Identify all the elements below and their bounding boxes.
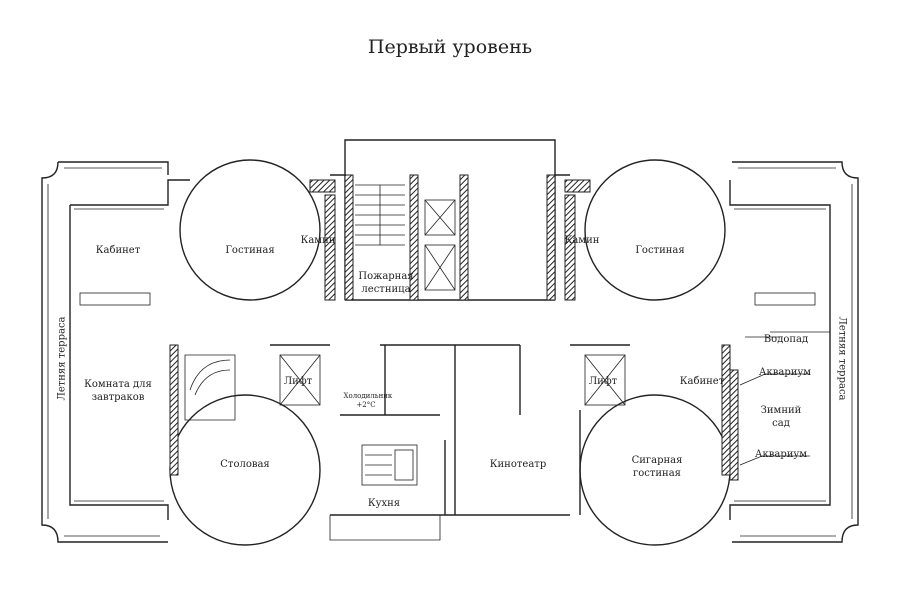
- outer-terrace-outline: [41, 161, 859, 543]
- room-label-study-left: Кабинет: [95, 245, 141, 256]
- kitchen-stove: [361, 444, 418, 486]
- living-room-right: [584, 159, 726, 301]
- room-label-lift-left: Лифт: [283, 376, 313, 387]
- room-label-aquarium-bottom: Аквариум: [754, 449, 808, 460]
- room-label-aquarium-top: Аквариум: [758, 367, 812, 378]
- room-label-fireplace-right: Камин: [564, 235, 600, 246]
- room-label-winter-garden: Зимний сад: [760, 405, 802, 429]
- lift-right-shaft: [584, 354, 626, 406]
- room-label-cigar-lounge: Сигарная гостиная: [631, 455, 683, 479]
- living-room-left: [179, 159, 321, 301]
- room-label-breakfast: Комната для завтраков: [84, 379, 152, 403]
- building-walls: [69, 179, 831, 520]
- room-label-fire-stairs: Пожарная лестница: [358, 271, 414, 295]
- room-label-terrace-right: Летняя терраса: [836, 316, 848, 401]
- room-label-study-right: Кабинет: [679, 376, 725, 387]
- room-label-cinema: Кинотеатр: [489, 459, 547, 470]
- central-block: [330, 139, 570, 301]
- room-label-living-left: Гостиная: [225, 245, 275, 256]
- room-label-fireplace-left: Камин: [300, 235, 336, 246]
- plan-title: Первый уровень: [367, 36, 533, 58]
- lift-left-shaft: [279, 354, 321, 406]
- spiral-stair: [184, 354, 236, 421]
- room-label-lift-right: Лифт: [588, 376, 618, 387]
- room-label-terrace-left: Летняя терраса: [56, 316, 68, 401]
- fire-stairs-steps: [355, 184, 405, 246]
- room-label-dining: Столовая: [220, 459, 270, 470]
- elevator-shafts: [424, 199, 456, 291]
- room-label-waterfall: Водопад: [763, 334, 809, 345]
- room-label-kitchen: Кухня: [367, 498, 401, 509]
- room-label-fridge: Холодильник +2°С: [343, 392, 393, 409]
- room-label-living-right: Гостиная: [635, 245, 685, 256]
